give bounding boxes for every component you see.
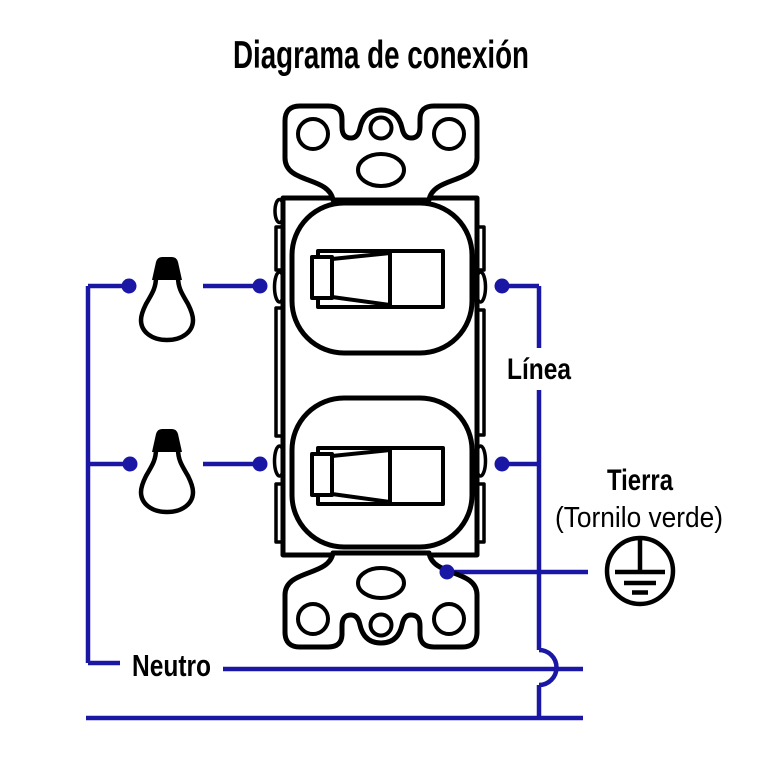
light-bulb-1 bbox=[138, 257, 196, 343]
junction-dot bbox=[494, 278, 510, 294]
bulb-glass-icon bbox=[138, 274, 196, 343]
bulb-glass-icon bbox=[138, 446, 196, 515]
junction-dot bbox=[252, 456, 268, 472]
screw-hole-icon bbox=[368, 612, 394, 638]
mounting-hole-icon bbox=[296, 602, 330, 636]
light-bulb-2 bbox=[138, 429, 196, 515]
label-neutro: Neutro bbox=[132, 648, 211, 683]
mounting-hole-icon bbox=[296, 117, 330, 151]
connection-dots bbox=[121, 278, 510, 580]
junction-dot bbox=[494, 456, 510, 472]
wire-hop-over bbox=[538, 647, 559, 688]
page-title: Diagrama de conexión bbox=[233, 34, 529, 77]
toggle-slant-top bbox=[331, 251, 391, 261]
switch-toggle-1 bbox=[310, 249, 445, 309]
toggle-slant-bottom bbox=[331, 295, 391, 307]
toggle-slant-bottom bbox=[331, 492, 391, 504]
junction-dot bbox=[121, 278, 137, 294]
slot-hole-icon bbox=[356, 566, 406, 600]
toggle-lever-tip bbox=[310, 452, 334, 497]
switch-unit-2 bbox=[289, 395, 475, 550]
bulb-base-icon bbox=[152, 257, 182, 280]
slot-hole-icon bbox=[356, 152, 406, 188]
switch-toggle-2 bbox=[310, 446, 445, 506]
duplex-switch-device bbox=[272, 103, 488, 650]
screw-hole-icon bbox=[368, 115, 394, 141]
mounting-hole-icon bbox=[432, 602, 466, 636]
toggle-lever-tip bbox=[310, 255, 334, 300]
bulb-base-icon bbox=[152, 429, 182, 452]
toggle-slant-top bbox=[331, 448, 391, 458]
junction-dot bbox=[439, 564, 455, 580]
junction-dot bbox=[252, 278, 268, 294]
junction-dot bbox=[122, 456, 138, 472]
label-tierra-detail: (Tornilo verde) bbox=[555, 502, 723, 534]
label-linea: Línea bbox=[507, 353, 571, 386]
wires bbox=[85, 283, 588, 721]
top-mounting-bracket bbox=[282, 103, 480, 203]
label-tierra: Tierra bbox=[607, 464, 673, 497]
switch-unit-1 bbox=[289, 200, 475, 356]
bottom-mounting-bracket bbox=[282, 550, 480, 650]
ground-symbol-icon bbox=[604, 535, 676, 607]
mounting-hole-icon bbox=[432, 117, 466, 151]
